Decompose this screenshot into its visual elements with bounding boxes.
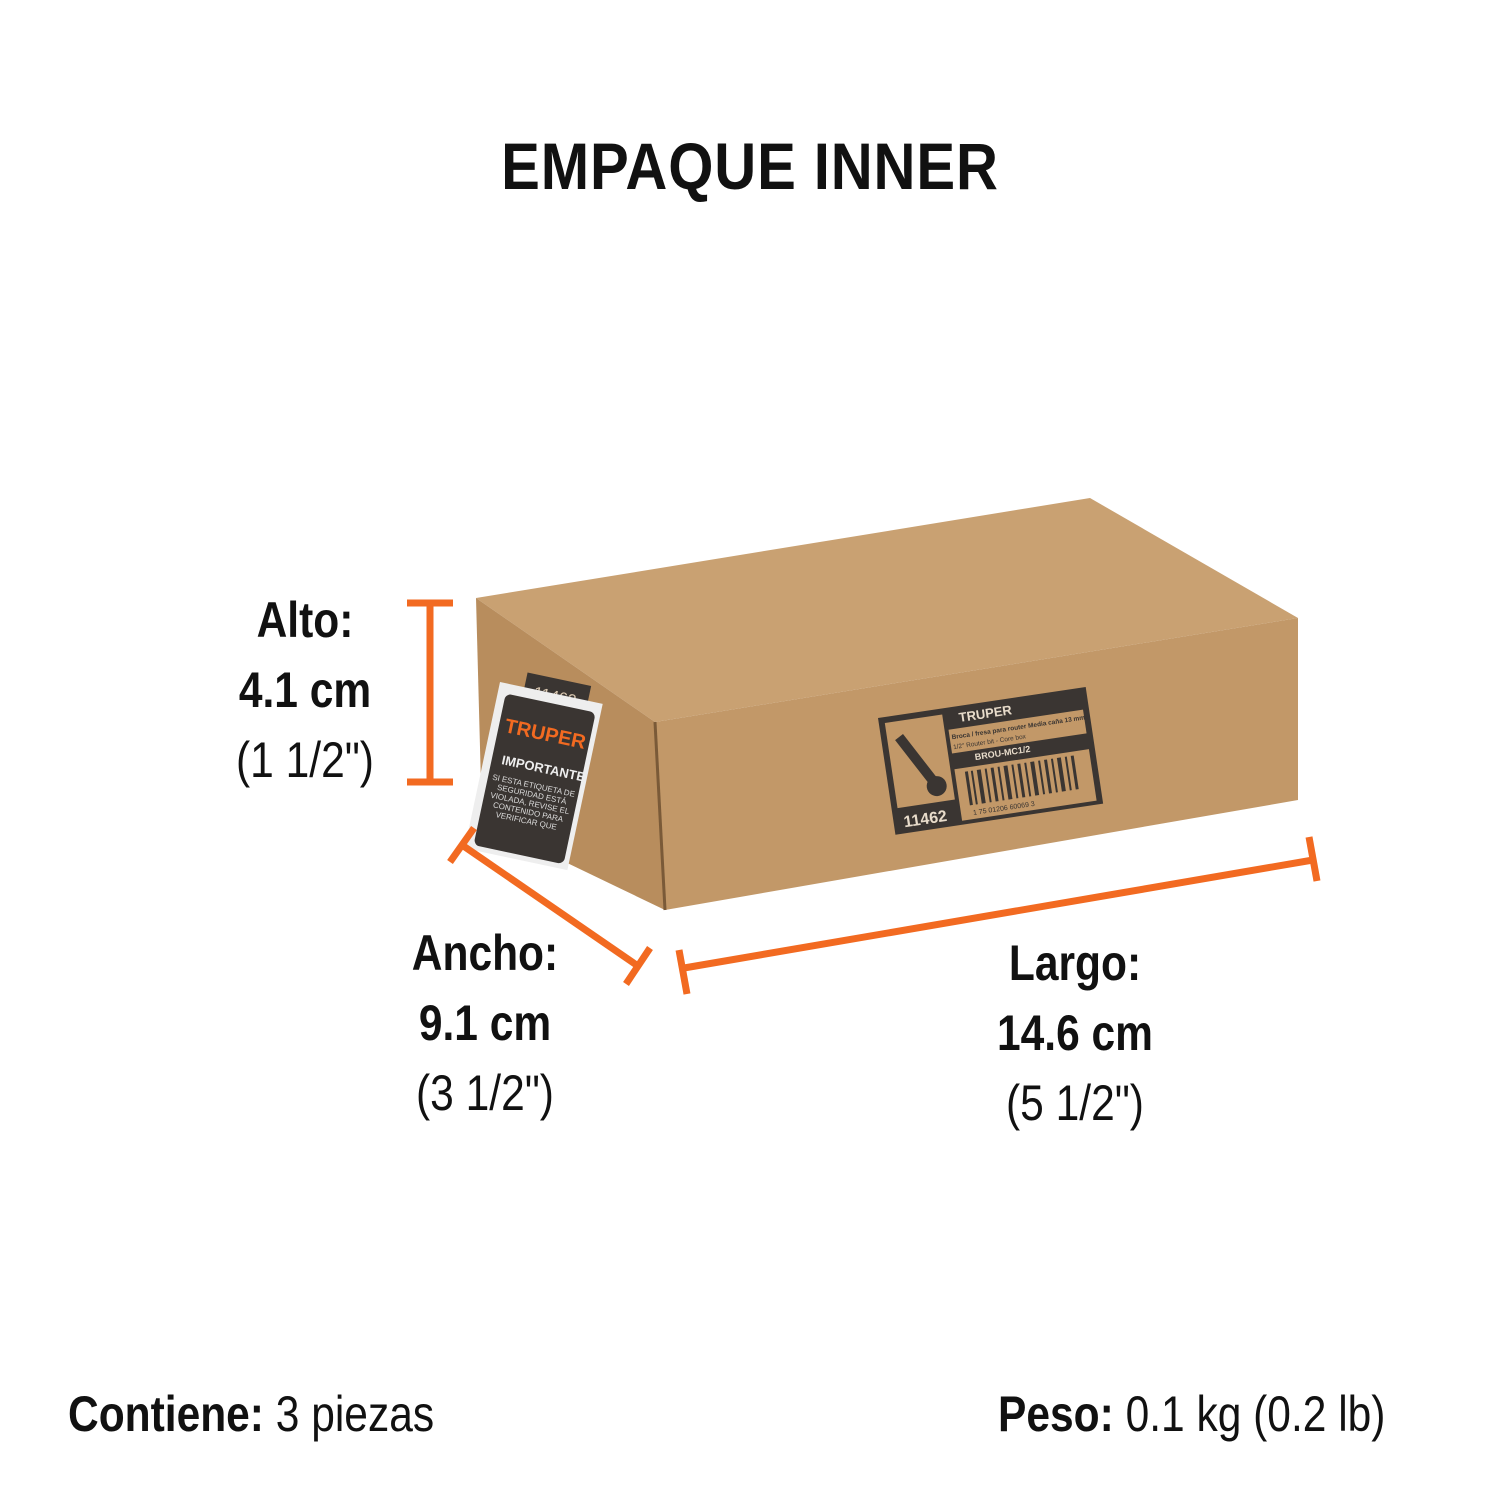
ancho-dimension: Ancho: 9.1 cm (3 1/2") (400, 918, 570, 1128)
svg-text:11462: 11462 (903, 808, 949, 831)
weight-info: Peso: 0.1 kg (0.2 lb) (998, 1385, 1385, 1443)
box-top-face (476, 498, 1298, 722)
ancho-metric: 9.1 cm (418, 995, 552, 1051)
largo-metric: 14.6 cm (997, 1005, 1153, 1061)
alto-dimension: Alto: 4.1 cm (1 1/2") (220, 585, 390, 795)
ancho-imperial: (3 1/2") (416, 1065, 554, 1121)
alto-label: Alto: (256, 592, 354, 648)
page-title: EMPAQUE INNER (501, 129, 999, 203)
ancho-label: Ancho: (411, 925, 559, 981)
weight-label: Peso: (998, 1386, 1114, 1442)
largo-dimension: Largo: 14.6 cm (5 1/2") (973, 928, 1177, 1138)
side-security-label: 11462 TRUPER IMPORTANTE SI ESTA ETIQUETA… (464, 672, 603, 871)
alto-metric: 4.1 cm (238, 662, 372, 718)
largo-label: Largo: (1008, 935, 1142, 991)
largo-dimension-line (675, 836, 1321, 995)
largo-imperial: (5 1/2") (1006, 1075, 1144, 1131)
alto-imperial: (1 1/2") (236, 732, 374, 788)
ancho-dimension-line (447, 825, 653, 986)
contents-info: Contiene: 3 piezas (68, 1385, 434, 1443)
contents-label: Contiene: (68, 1386, 264, 1442)
product-label: 11462 TRUPER Broca / fresa para router M… (878, 686, 1104, 835)
weight-value: 0.1 kg (0.2 lb) (1125, 1386, 1386, 1442)
alto-dimension-line (407, 599, 453, 786)
contents-value: 3 piezas (275, 1386, 435, 1442)
